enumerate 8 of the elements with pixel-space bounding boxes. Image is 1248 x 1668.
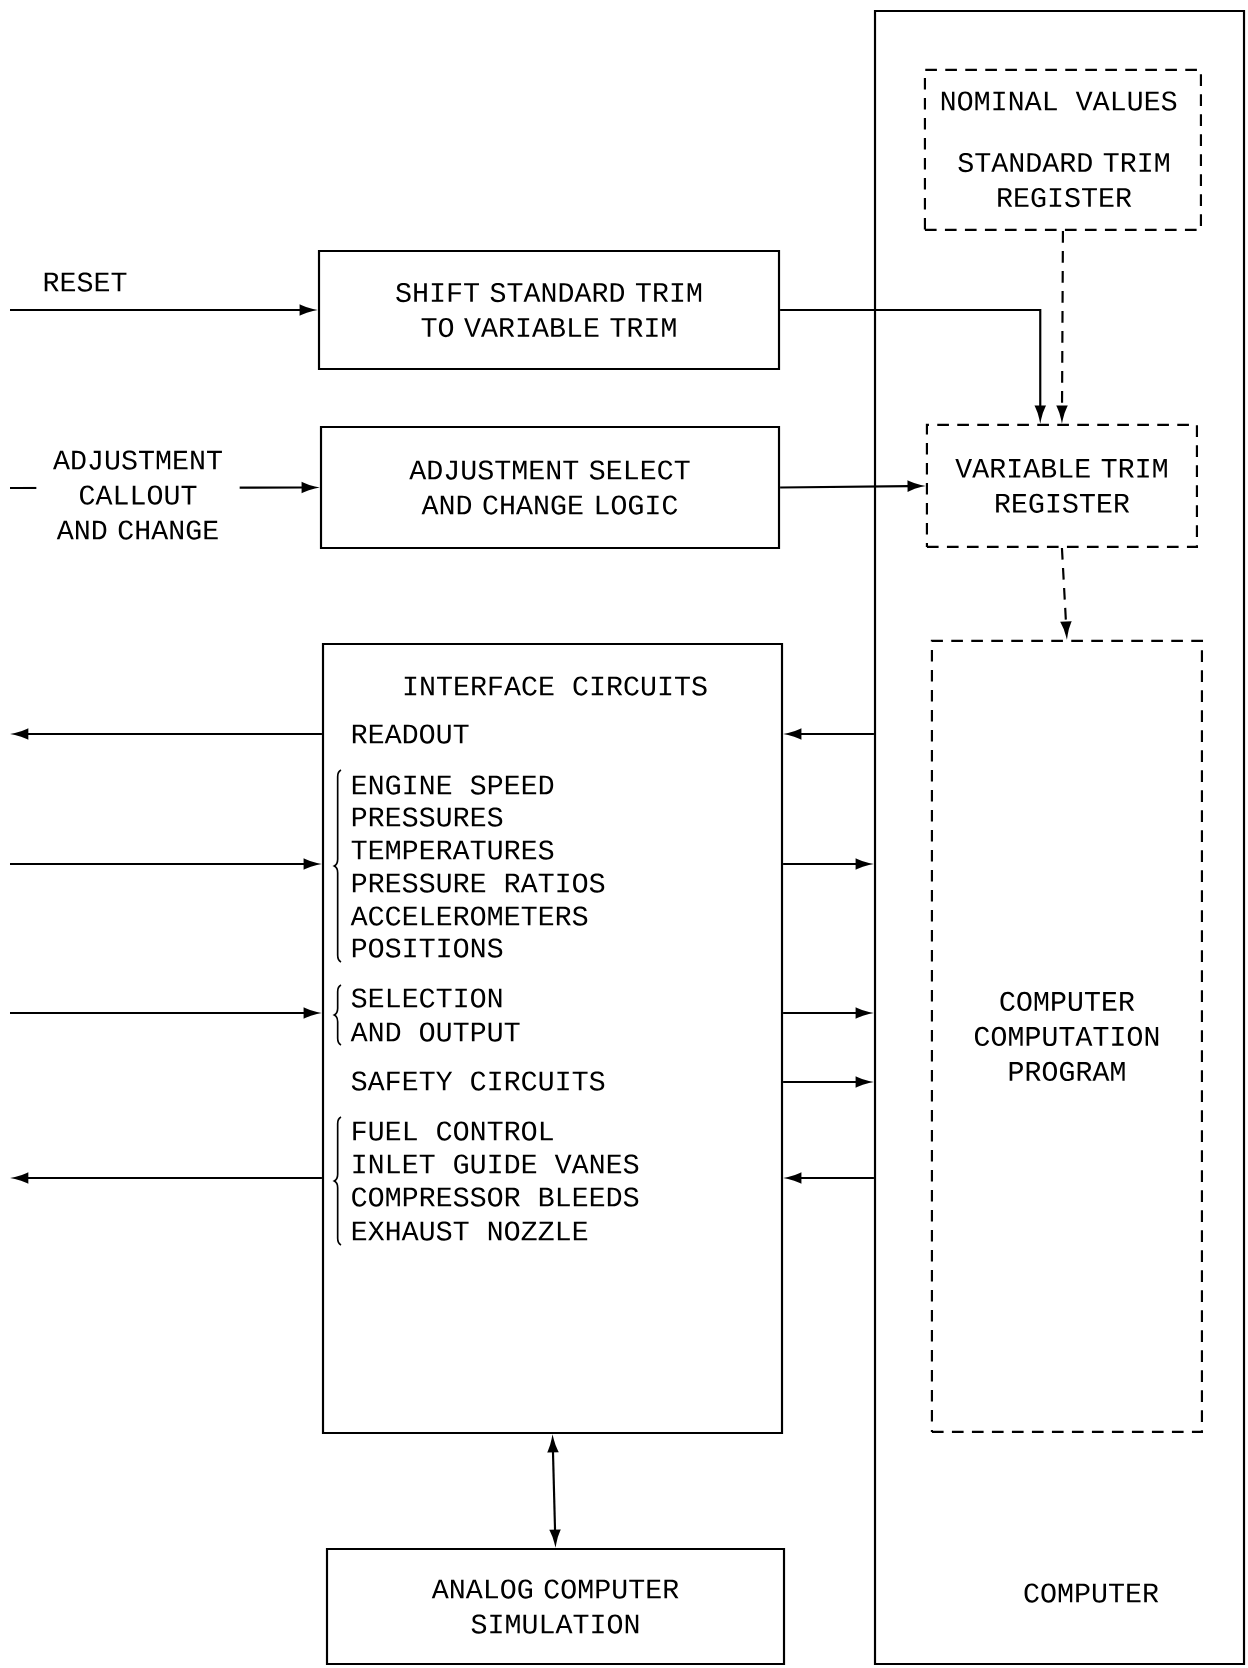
- program-box: COMPUTER COMPUTATION PROGRAM: [930, 639, 1203, 1434]
- edge-label: RESET: [39, 269, 131, 295]
- simulation-box: ANALOG COMPUTER SIMULATION: [325, 1547, 786, 1666]
- register-box: VARIABLE TRIM REGISTER: [925, 423, 1198, 548]
- interface-box: INTERFACE CIRCUITS READOUT ENGINE SPEED PRESSURES TEMPERATURES PRESSURE RATIOS ACCELEROMETERS POSITIONS SELECTION AND OUTPUT SAFETY CIRCUITS FUEL CONTROL INLET GUIDE VANES COMPRESSOR BLEEDS EXHAUST NOZZLE: [321, 642, 784, 1435]
- process-box: ADJUSTMENT SELECT AND CHANGE LOGIC: [319, 425, 781, 550]
- register-box: NOMINAL VALUES STANDARD TRIM REGISTER: [923, 68, 1202, 231]
- process-box: SHIFT STANDARD TRIM TO VARIABLE TRIM: [317, 249, 781, 371]
